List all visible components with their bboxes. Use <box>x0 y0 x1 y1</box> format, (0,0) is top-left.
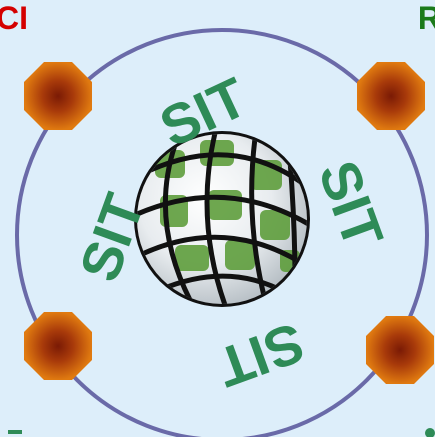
octagon-node-icon <box>24 312 92 380</box>
sit-text-right: SIT <box>307 153 396 256</box>
node-bottom-left <box>24 312 92 380</box>
octagon-node-icon <box>24 62 92 130</box>
octagon-node-icon <box>357 62 425 130</box>
sit-text-bottom: SIT <box>209 311 312 400</box>
node-bottom-right <box>366 316 434 384</box>
node-top-right <box>357 62 425 130</box>
globe-icon <box>134 131 310 307</box>
octagon-node-icon <box>366 316 434 384</box>
partial-glyph-left <box>8 430 22 434</box>
partial-glyph-right <box>425 428 435 437</box>
node-top-left <box>24 62 92 130</box>
